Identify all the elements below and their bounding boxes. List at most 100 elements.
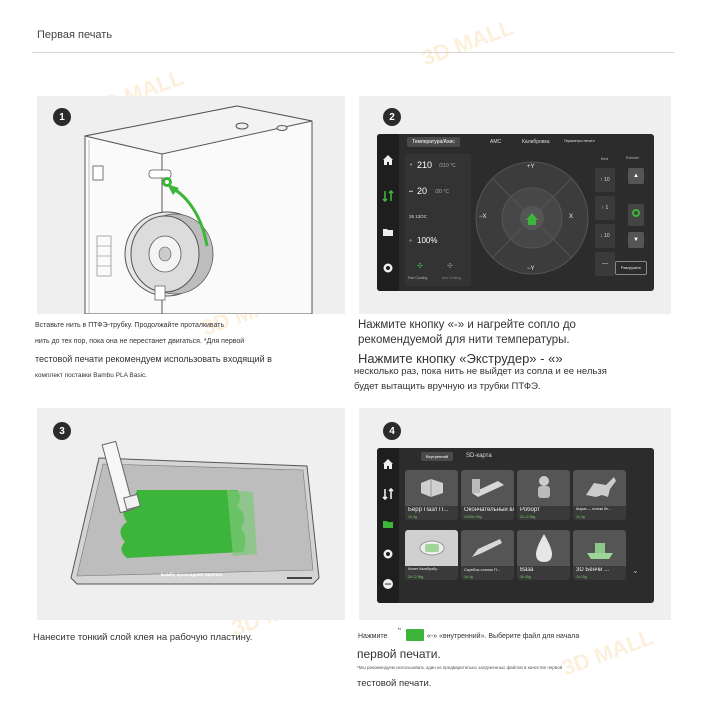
extruder-down-button[interactable]: ▼ [628,232,644,248]
bed-down-10-button[interactable]: ↓ 10 [595,224,615,248]
bed-down-10-label: 10 [604,233,610,239]
file-card[interactable]: Берр Пазл П... 1h 4g [405,470,458,520]
page-title: Первая печать [37,29,113,41]
file-thumbnail [405,530,458,566]
control-icon[interactable] [382,190,394,202]
jog-up-label[interactable]: +Y [527,164,535,170]
file-meta: 2h 12.5kg [408,575,424,579]
file-name: Монет Калибрабу... [408,567,440,571]
file-meta: 1h 4g [408,515,417,519]
bed-up-1-label: 1 [605,205,609,211]
bed-label: Bed [601,156,609,161]
step-4-text-line: первой печати. [357,647,441,661]
step-badge: 1 [53,108,71,126]
file-card[interactable]: Шарик — попеки бе... 1h 4g [573,470,626,520]
file-card[interactable]: Ваза 2h 40g [517,530,570,580]
dinosaur-icon [585,477,616,497]
step-1-text-line: нить до тех пор, пока она не перестанет … [35,338,245,345]
jog-left-label[interactable]: −X [479,214,487,220]
folder-icon [406,629,424,641]
jog-down-label[interactable]: −Y [527,266,535,272]
step-3-text-line: Нанесите тонкий слой клея на рабочую пла… [33,632,253,643]
file-name: Окончательный влез... [464,507,514,513]
clip-icon [471,479,504,497]
step-4-text-suffix: «-» «внутренний». Выберите файл для нача… [427,633,580,640]
benchy-icon [586,543,613,559]
step-4-note: *Мы рекомендуем использовать один из пре… [357,665,563,670]
aux-cooling-label: Aux Cooling [442,276,461,280]
chat-icon[interactable] [382,578,394,590]
step-2-text-line: несколько раз, пока нить не выйдет из со… [354,366,607,377]
file-name: Берр Пазл П... [408,507,449,513]
temperature-panel: ▼ 210 /210 °C ▬ 20 /20 °C 26 13OC ✣ 100%… [405,154,471,286]
jog-wheel[interactable] [472,158,592,278]
file-meta: 1h20m 35g [464,515,482,519]
step-2-illustration: 2 Температура/Axис AMC Калибровка Параме… [359,96,671,314]
scraper-icon [471,539,502,557]
extruder-label: Extruder [626,156,640,160]
part-cooling-label: Part Cooling [408,276,428,280]
folder-icon[interactable] [382,226,394,238]
step-1-text-line: Вставьте нить в ПТФЭ-трубку. Продолжайте… [35,322,225,329]
control-icon[interactable] [382,488,394,500]
tab-internal[interactable]: Внутренний [421,452,454,461]
file-name: Ваза [520,567,534,573]
file-thumbnail [461,470,514,506]
tab-sd-card[interactable]: SD-карта [466,453,492,459]
screen-sidebar [377,134,399,291]
file-meta: 1h 4g [576,515,585,519]
printer-screen-files: Внутренний SD-карта Берр Пазл П... 1h 4g… [377,448,654,603]
file-name: Роборт [520,507,540,513]
file-meta: 1h 4g [464,575,473,579]
file-card[interactable]: Окончательный влез... 1h20m 35g [461,470,514,520]
file-card[interactable]: 3D Бенчи ... 1h 10g [573,530,626,580]
step-2-text-line: Нажмите кнопку «-» и нагрейте сопло до [358,319,576,331]
file-thumbnail [573,530,626,566]
aux-cooling-icon[interactable]: ✣ [447,263,453,270]
bed-stop-button[interactable]: — [595,252,615,276]
file-name: Шарик — попеки бе... [576,507,612,511]
robot-icon [537,476,550,498]
step-2-text-line: будет вытащить вручную из трубки ПТФЭ. [354,381,541,392]
bed-target: /20 °C [435,189,449,195]
plate-label: Бамбу прокладная тарелка [161,572,222,577]
bed-up-10-button[interactable]: ↑ 10 [595,168,615,192]
bed-temp[interactable]: 20 [417,186,428,196]
folder-icon[interactable] [382,518,394,530]
tab-ams[interactable]: AMC [490,139,502,145]
jog-right-label[interactable]: X [569,214,574,220]
screen-sidebar [377,448,399,603]
quote-mark: " [398,627,401,636]
settings-icon[interactable] [382,262,394,274]
tab-calibration[interactable]: Калибровка [522,139,550,145]
file-card[interactable]: Скребок-станок П... 1h 4g [461,530,514,580]
file-name: 3D Бенчи ... [576,567,610,573]
file-card[interactable]: Монет Калибрабу... 2h 12.5kg [405,530,458,580]
settings-icon[interactable] [382,548,394,560]
printer-screen-controls: Температура/Axис AMC Калибровка Параметр… [377,134,654,291]
build-plate-illustration [70,440,320,585]
chevron-down-icon[interactable]: ⌄ [632,566,639,575]
file-thumbnail [461,530,514,566]
fan-speed[interactable]: 100% [417,236,438,245]
vase-icon [535,534,552,562]
divider [32,52,674,53]
part-cooling-icon[interactable]: ✣ [417,263,423,270]
file-meta: 2h 12.5kg [520,515,536,519]
nozzle-temp[interactable]: 210 [417,160,433,170]
nozzle-icon: ▼ [409,162,413,167]
step-4-text-prefix: Нажмите [358,633,388,640]
home-icon[interactable] [382,458,394,470]
file-thumbnail [517,530,570,566]
extruder-up-button[interactable]: ▲ [628,168,644,184]
step-3-illustration: 3 Бамбу прокладная тарелка [37,408,345,620]
bed-up-1-button[interactable]: ↑ 1 [595,196,615,220]
chamber-temp: 26 13OC [409,214,428,219]
tab-print-params[interactable]: Параметры печати [564,139,595,143]
unload-button[interactable]: Разгрузить [615,261,647,275]
home-icon[interactable] [382,154,394,166]
file-card[interactable]: Роборт 2h 12.5kg [517,470,570,520]
tab-temperature-axis[interactable]: Температура/Axис [407,137,460,147]
file-name: Скребок-станок П... [464,567,501,572]
step-4-text-line: тестовой печати. [357,678,432,689]
